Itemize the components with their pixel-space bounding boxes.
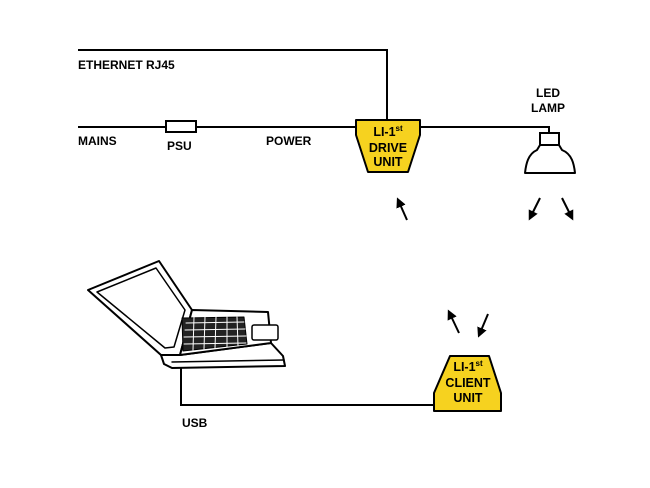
lamp-light-arrow-right: [561, 197, 574, 221]
drive-unit-line3: UNIT: [373, 155, 403, 169]
uplink-arrow: [396, 197, 408, 221]
mains-label: MAINS: [78, 134, 117, 148]
psu-symbol: [165, 120, 197, 133]
laptop-icon: [87, 260, 286, 369]
client-unit-line2: CLIENT: [445, 376, 491, 390]
lamp-light-arrow-left: [528, 197, 541, 221]
client-downlink-arrow: [477, 313, 489, 338]
ethernet-cable: [78, 49, 388, 122]
drive-unit: [355, 119, 421, 173]
client-unit-line3: UNIT: [453, 391, 483, 405]
drive-unit-line1: LI-1st: [373, 124, 403, 139]
power-label: POWER: [266, 134, 312, 148]
led-lamp-label-line1: LED: [536, 86, 560, 100]
led-lamp-label-line2: LAMP: [531, 101, 565, 115]
client-uplink-arrow: [447, 309, 460, 334]
client-unit: [433, 355, 502, 412]
ethernet-label: ETHERNET RJ45: [78, 58, 175, 72]
drive-unit-line2: DRIVE: [369, 141, 407, 155]
psu-label: PSU: [167, 139, 192, 153]
led-lamp-icon: [524, 132, 576, 174]
usb-cable: [180, 368, 434, 406]
client-unit-line1: LI-1st: [453, 359, 483, 374]
usb-label: USB: [182, 416, 208, 430]
lamp-cable: [420, 126, 550, 134]
